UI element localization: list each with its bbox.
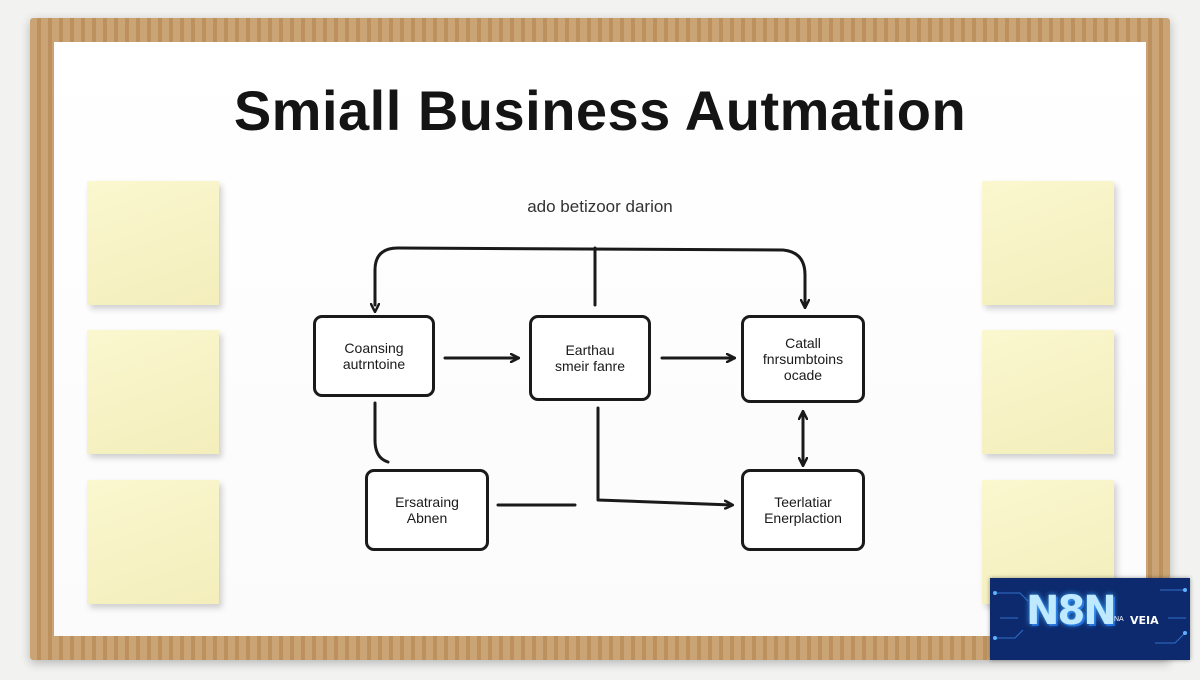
- connector-n2-n5: [596, 406, 732, 505]
- sticky-note-right-2: [982, 330, 1114, 454]
- flow-node-4: Ersatraing Abnen: [365, 469, 489, 551]
- sticky-note-left-1: [87, 181, 219, 305]
- sticky-note-left-3: [87, 480, 219, 604]
- brand-logo: N8N NA VEIA: [990, 578, 1190, 660]
- flow-node-3: Catall fnrsumbtoins ocade: [741, 315, 865, 403]
- logo-text: N8N: [1026, 588, 1117, 634]
- logo-subtext: VEIA: [1130, 614, 1159, 627]
- circuit-pattern-icon: [993, 588, 1187, 644]
- flow-node-5: Teerlatiar Enerplaction: [741, 469, 865, 551]
- diagram-subtitle: ado betizoor darion: [527, 197, 673, 216]
- connector-n1-n4: [373, 401, 390, 464]
- flow-node-1: Coansing autrntoine: [313, 315, 435, 397]
- logo-small-text: NA: [1114, 616, 1124, 623]
- sticky-note-left-2: [87, 330, 219, 454]
- page-title: Smiall Business Autmation: [233, 79, 967, 142]
- flow-node-2: Earthau smeir fanre: [529, 315, 651, 401]
- connector-top-loop: [375, 246, 805, 307]
- sticky-note-right-1: [982, 181, 1114, 305]
